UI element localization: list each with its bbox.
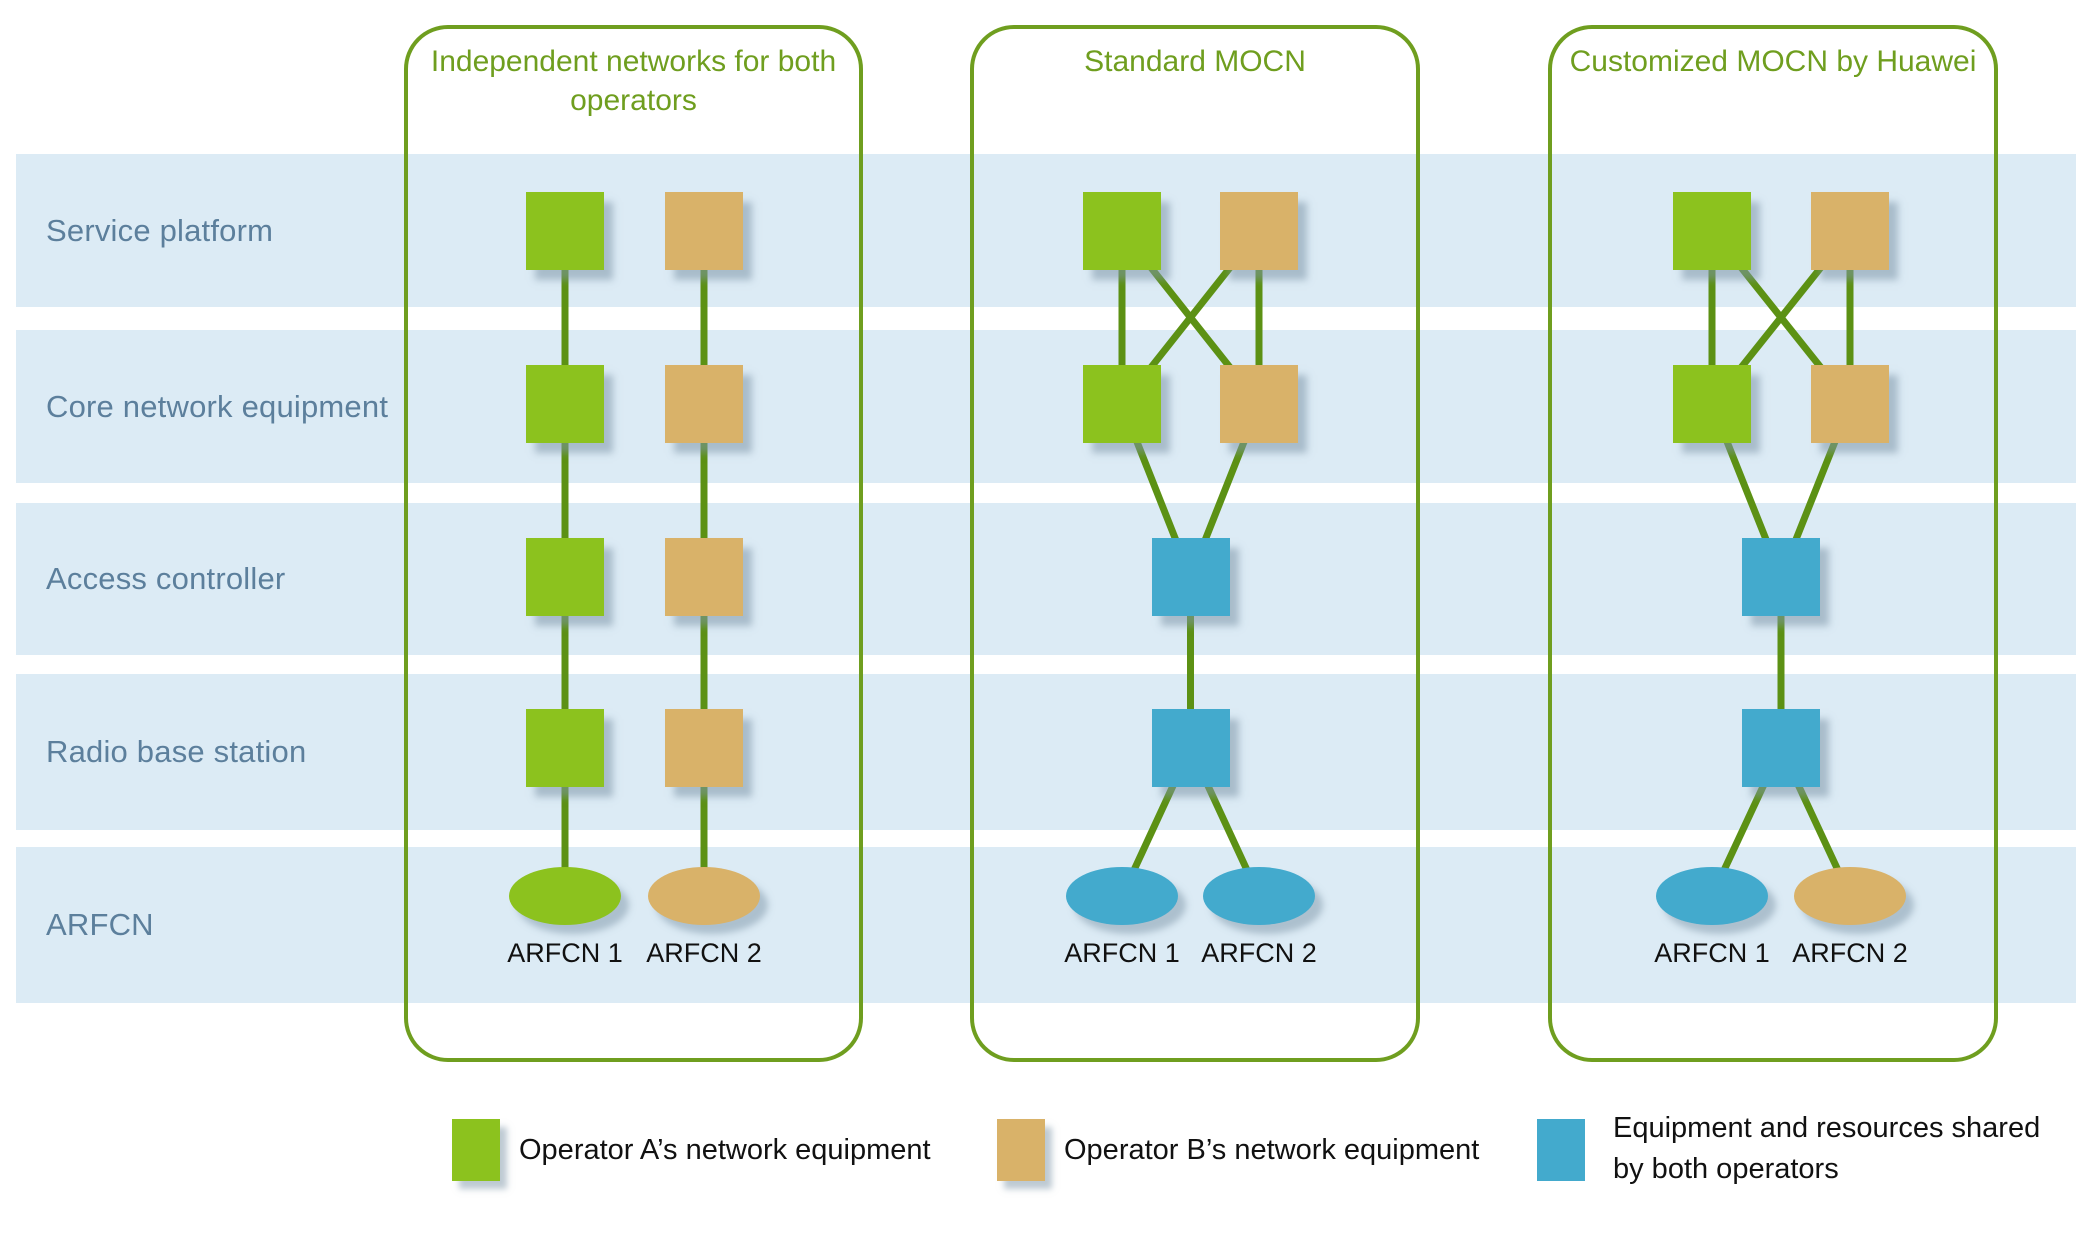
standard-mocn-sp-a-node [1083, 192, 1161, 270]
standard-mocn-ac-node [1151, 538, 1230, 616]
panel-standard-mocn: Standard MOCN [970, 25, 1420, 1062]
customized-mocn-cn-a-node [1673, 365, 1751, 443]
legend-label-shared: Equipment and resources shared by both o… [1613, 1112, 2041, 1185]
independent-sp-b-node [665, 192, 743, 270]
row-label: Core network equipment [46, 388, 389, 424]
customized-mocn-arfcn-2-label: ARFCN 2 [1792, 938, 1908, 968]
panel-title: Standard MOCN [1084, 45, 1306, 78]
standard-mocn-arfcn-2-label: ARFCN 2 [1201, 938, 1317, 968]
legend-swatch-operator-b [997, 1119, 1045, 1181]
standard-mocn-cn-b-node [1220, 365, 1298, 443]
customized-mocn-arfcn-1-node [1656, 867, 1768, 925]
row-label: ARFCN [46, 907, 154, 942]
legend-label-operator-a: Operator A’s network equipment [519, 1134, 931, 1166]
standard-mocn-arfcn-1-node [1066, 867, 1178, 925]
independent-ac-b-node [665, 538, 743, 616]
standard-mocn-arfcn-2-node [1203, 867, 1315, 925]
independent-rbs-a-node [526, 709, 604, 787]
independent-sp-a-node [526, 192, 604, 270]
customized-mocn-ac-node [1742, 538, 1820, 616]
independent-arfcn-1-node [509, 867, 621, 925]
customized-mocn-arfcn-1-label: ARFCN 1 [1654, 938, 1770, 968]
customized-mocn-sp-a-node [1673, 192, 1751, 270]
panel-customized-mocn: Customized MOCN by Huawei [1548, 25, 1998, 1062]
panel-title: Customized MOCN by Huawei [1569, 45, 1977, 78]
independent-rbs-b-node [665, 709, 743, 787]
row-label: Service platform [46, 212, 274, 248]
customized-mocn-sp-b-node [1811, 192, 1889, 270]
independent-cn-b-node [665, 365, 743, 443]
standard-mocn-arfcn-1-label: ARFCN 1 [1064, 938, 1180, 968]
panel-independent-networks: Independent networks for both operators [404, 25, 863, 1062]
independent-arfcn-2-node [648, 867, 760, 925]
standard-mocn-sp-b-node [1220, 192, 1298, 270]
legend-swatch-operator-a [452, 1119, 500, 1181]
row-label: Access controller [46, 561, 286, 596]
standard-mocn-rbs-node [1151, 709, 1230, 787]
independent-arfcn-1-label: ARFCN 1 [507, 938, 623, 968]
customized-mocn-rbs-node [1742, 709, 1820, 787]
customized-mocn-cn-b-node [1811, 365, 1889, 443]
independent-ac-a-node [526, 538, 604, 616]
legend-swatch-shared [1537, 1119, 1585, 1181]
legend-label-operator-b: Operator B’s network equipment [1064, 1134, 1480, 1166]
standard-mocn-cn-a-node [1083, 365, 1161, 443]
panel-title: Independent networks for both operators [430, 45, 837, 117]
independent-cn-a-node [526, 365, 604, 443]
independent-arfcn-2-label: ARFCN 2 [646, 938, 762, 968]
customized-mocn-arfcn-2-node [1794, 867, 1906, 925]
row-label: Radio base station [46, 734, 307, 769]
